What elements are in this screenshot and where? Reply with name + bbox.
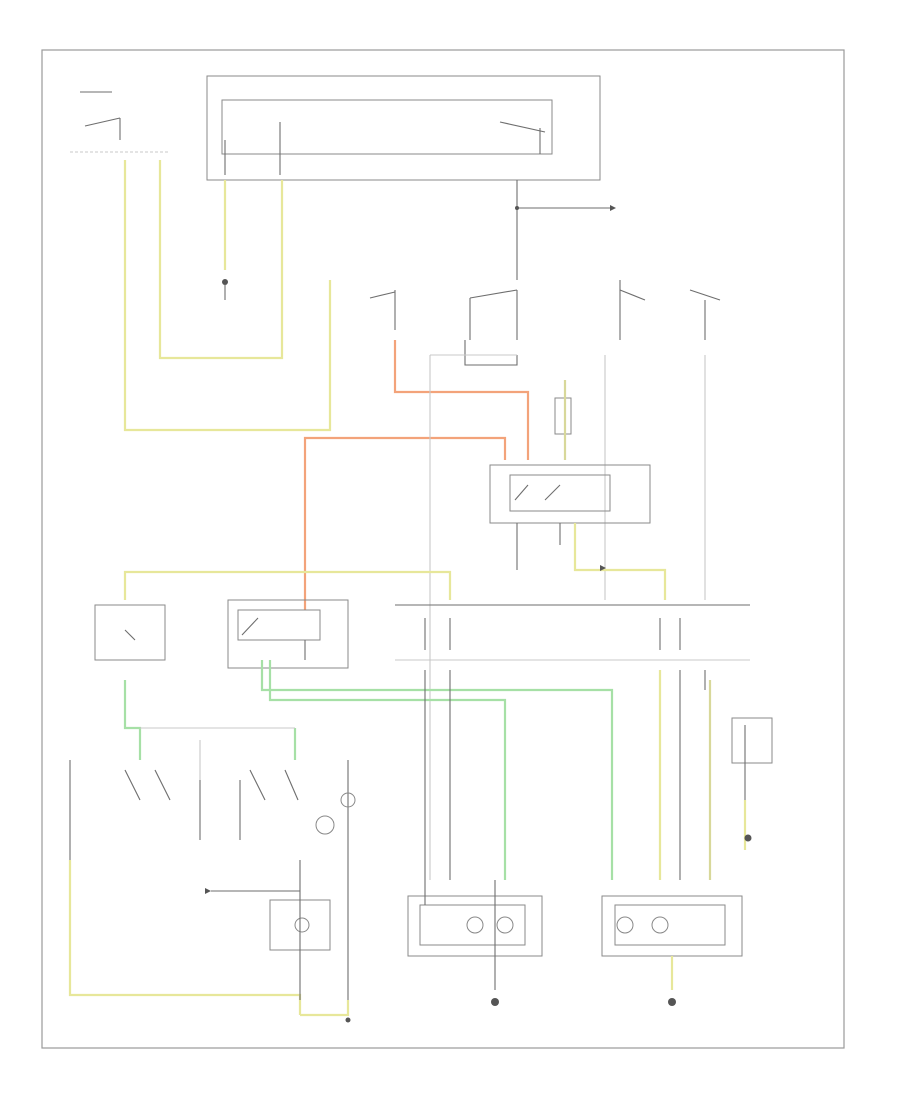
indicator-lamp-left [315, 760, 356, 860]
lamp-lower-left [205, 860, 349, 1000]
fuse-block [395, 618, 750, 661]
ignition-switch [70, 91, 170, 153]
green-wire-left [123, 680, 142, 760]
orange-wire-a [393, 340, 530, 460]
relay-left [94, 604, 166, 661]
yellow-bus [123, 570, 452, 600]
switch-group-top [369, 280, 721, 340]
central-control-module [206, 75, 601, 181]
relay-block-center [489, 380, 651, 570]
yellow-wire-inner [158, 160, 284, 360]
lamp-assembly-right [601, 895, 743, 1006]
switch-cluster-left [69, 740, 299, 860]
orange-wire-b [303, 436, 507, 610]
yellow-wire-left [123, 160, 332, 432]
component-right [704, 670, 773, 880]
lamp-assembly-center [407, 880, 543, 1006]
diagram-frame [41, 49, 845, 1049]
relay-center-left [227, 599, 349, 669]
